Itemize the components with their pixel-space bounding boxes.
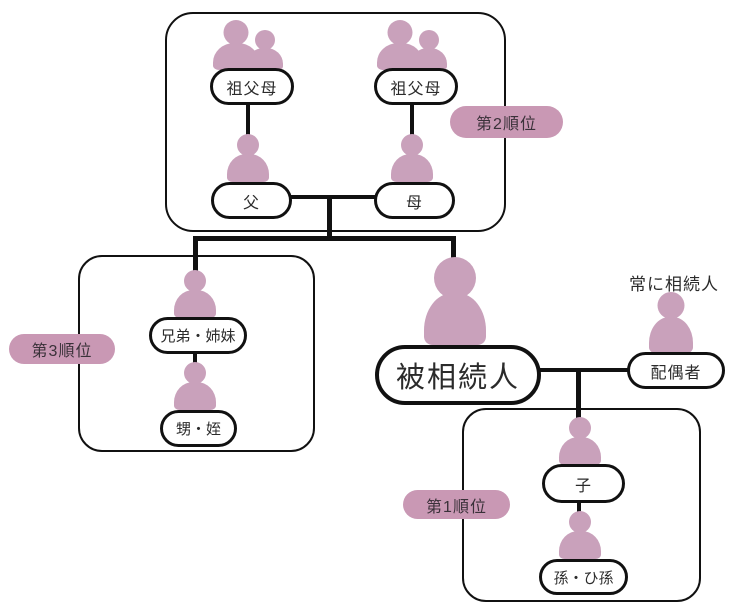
nephews-label: 甥・姪: [160, 410, 237, 447]
connector-child-grandchild: [577, 494, 581, 516]
mother-person-icon: [391, 134, 433, 182]
siblings-person-icon: [174, 270, 216, 318]
nephews-text: 甥・姪: [175, 421, 221, 438]
connector-junction-to-decedent: [451, 236, 456, 264]
grandparents-right-icon: [377, 20, 447, 70]
child-person-icon: [559, 417, 601, 465]
connector-junction-bar: [193, 236, 456, 241]
spouse-person-icon: [649, 292, 693, 353]
child-label: 子: [542, 464, 625, 503]
mother-label: 母: [374, 182, 455, 219]
spouse-text: 配偶者: [650, 364, 702, 382]
rank3-badge: 第3順位: [9, 334, 115, 364]
grandchild-label: 孫・ひ孫: [539, 559, 628, 595]
connector-junction-to-siblings: [193, 236, 198, 276]
siblings-label: 兄弟・姉妹: [149, 317, 247, 354]
connector-parents-down: [327, 197, 332, 238]
decedent-person-icon: [424, 257, 486, 345]
siblings-text: 兄弟・姉妹: [160, 328, 236, 345]
connector-grandparents-left-father: [246, 96, 250, 144]
mother-text: 母: [405, 194, 423, 212]
spouse-note: 常に相続人: [612, 270, 734, 295]
rank3-badge-text: 第3順位: [31, 343, 93, 360]
rank2-badge: 第2順位: [450, 106, 563, 138]
grandparents-left-icon: [213, 20, 283, 70]
rank1-badge-text: 第1順位: [426, 498, 487, 516]
decedent-text: 被相続人: [395, 362, 520, 394]
father-label: 父: [211, 182, 292, 219]
rank2-badge-text: 第2順位: [476, 116, 537, 133]
spouse-note-text: 常に相続人: [629, 275, 719, 294]
grandchild-person-icon: [559, 511, 601, 559]
grandparents-left-text: 祖父母: [226, 80, 278, 98]
father-text: 父: [242, 194, 260, 212]
connector-couple-to-child: [576, 370, 581, 422]
grandparents-right-label: 祖父母: [374, 68, 458, 105]
grandparents-right-text: 祖父母: [390, 80, 442, 98]
grandparents-left-label: 祖父母: [210, 68, 294, 105]
spouse-label: 配偶者: [627, 352, 725, 389]
connector-siblings-nephews: [193, 345, 197, 367]
rank1-badge: 第1順位: [403, 490, 510, 519]
child-text: 子: [574, 477, 592, 495]
grandchild-text: 孫・ひ孫: [553, 569, 614, 587]
nephews-person-icon: [174, 362, 216, 410]
father-person-icon: [227, 134, 269, 182]
grandparent-person-icon: [411, 30, 447, 70]
decedent-label: 被相続人: [375, 345, 541, 405]
grandparent-person-icon: [247, 30, 283, 70]
connector-grandparents-right-mother: [410, 96, 414, 144]
